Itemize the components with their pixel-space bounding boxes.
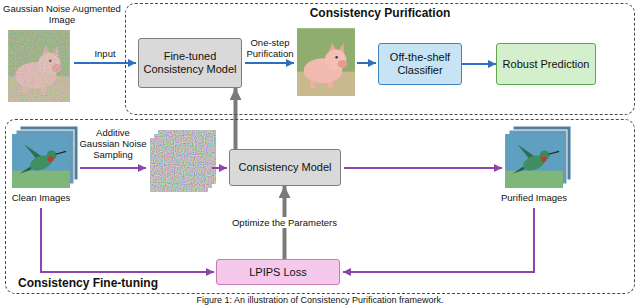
process-box: Robust Prediction (496, 43, 596, 85)
region-heading: Consistency Purification (126, 6, 634, 20)
flow-arrow (344, 167, 502, 169)
process-box: Fine-tuned Consistency Model (138, 38, 242, 88)
annotation-label: Gaussian Noise Augmented Image (2, 3, 122, 25)
box-label: Robust Prediction (503, 58, 590, 71)
process-box: Consistency Model (229, 149, 341, 186)
annotation-label: Additive Gaussian Noise Sampling (78, 127, 148, 160)
purified-image (505, 134, 563, 188)
box-label: Fine-tuned Consistency Model (143, 50, 237, 76)
purified-image (297, 28, 355, 96)
flow-arrow (80, 167, 146, 169)
flow-arrow (343, 208, 534, 272)
gaussian-noise (8, 30, 70, 102)
flow-arrow (212, 167, 227, 169)
process-box: Off-the-shelf Classifier (378, 43, 462, 85)
annotation-label: One-step Purification (244, 37, 296, 59)
stage-region: Consistency PurificationFine-tuned Consi… (125, 3, 635, 115)
clean-image (12, 134, 70, 188)
flow-arrow (357, 62, 376, 64)
annotation-label: Purified Images (491, 192, 577, 203)
annotation-label: Clean Images (1, 192, 81, 203)
flow-arrow (74, 62, 136, 64)
annotation-label: Input (78, 48, 132, 59)
box-label: Off-the-shelf Classifier (383, 51, 457, 77)
flow-arrow (41, 208, 214, 272)
noisy-input-image (8, 30, 70, 102)
figure-caption: Figure 1: An illustration of Consistency… (0, 295, 640, 306)
connector-arrow (462, 63, 496, 65)
box-label: LPIPS Loss (249, 266, 306, 279)
process-box: LPIPS Loss (216, 259, 340, 285)
edge-label: Optimize the Parameters (230, 217, 339, 228)
noise-image (150, 138, 208, 192)
flow-arrow (245, 62, 294, 64)
box-label: Consistency Model (239, 161, 332, 174)
